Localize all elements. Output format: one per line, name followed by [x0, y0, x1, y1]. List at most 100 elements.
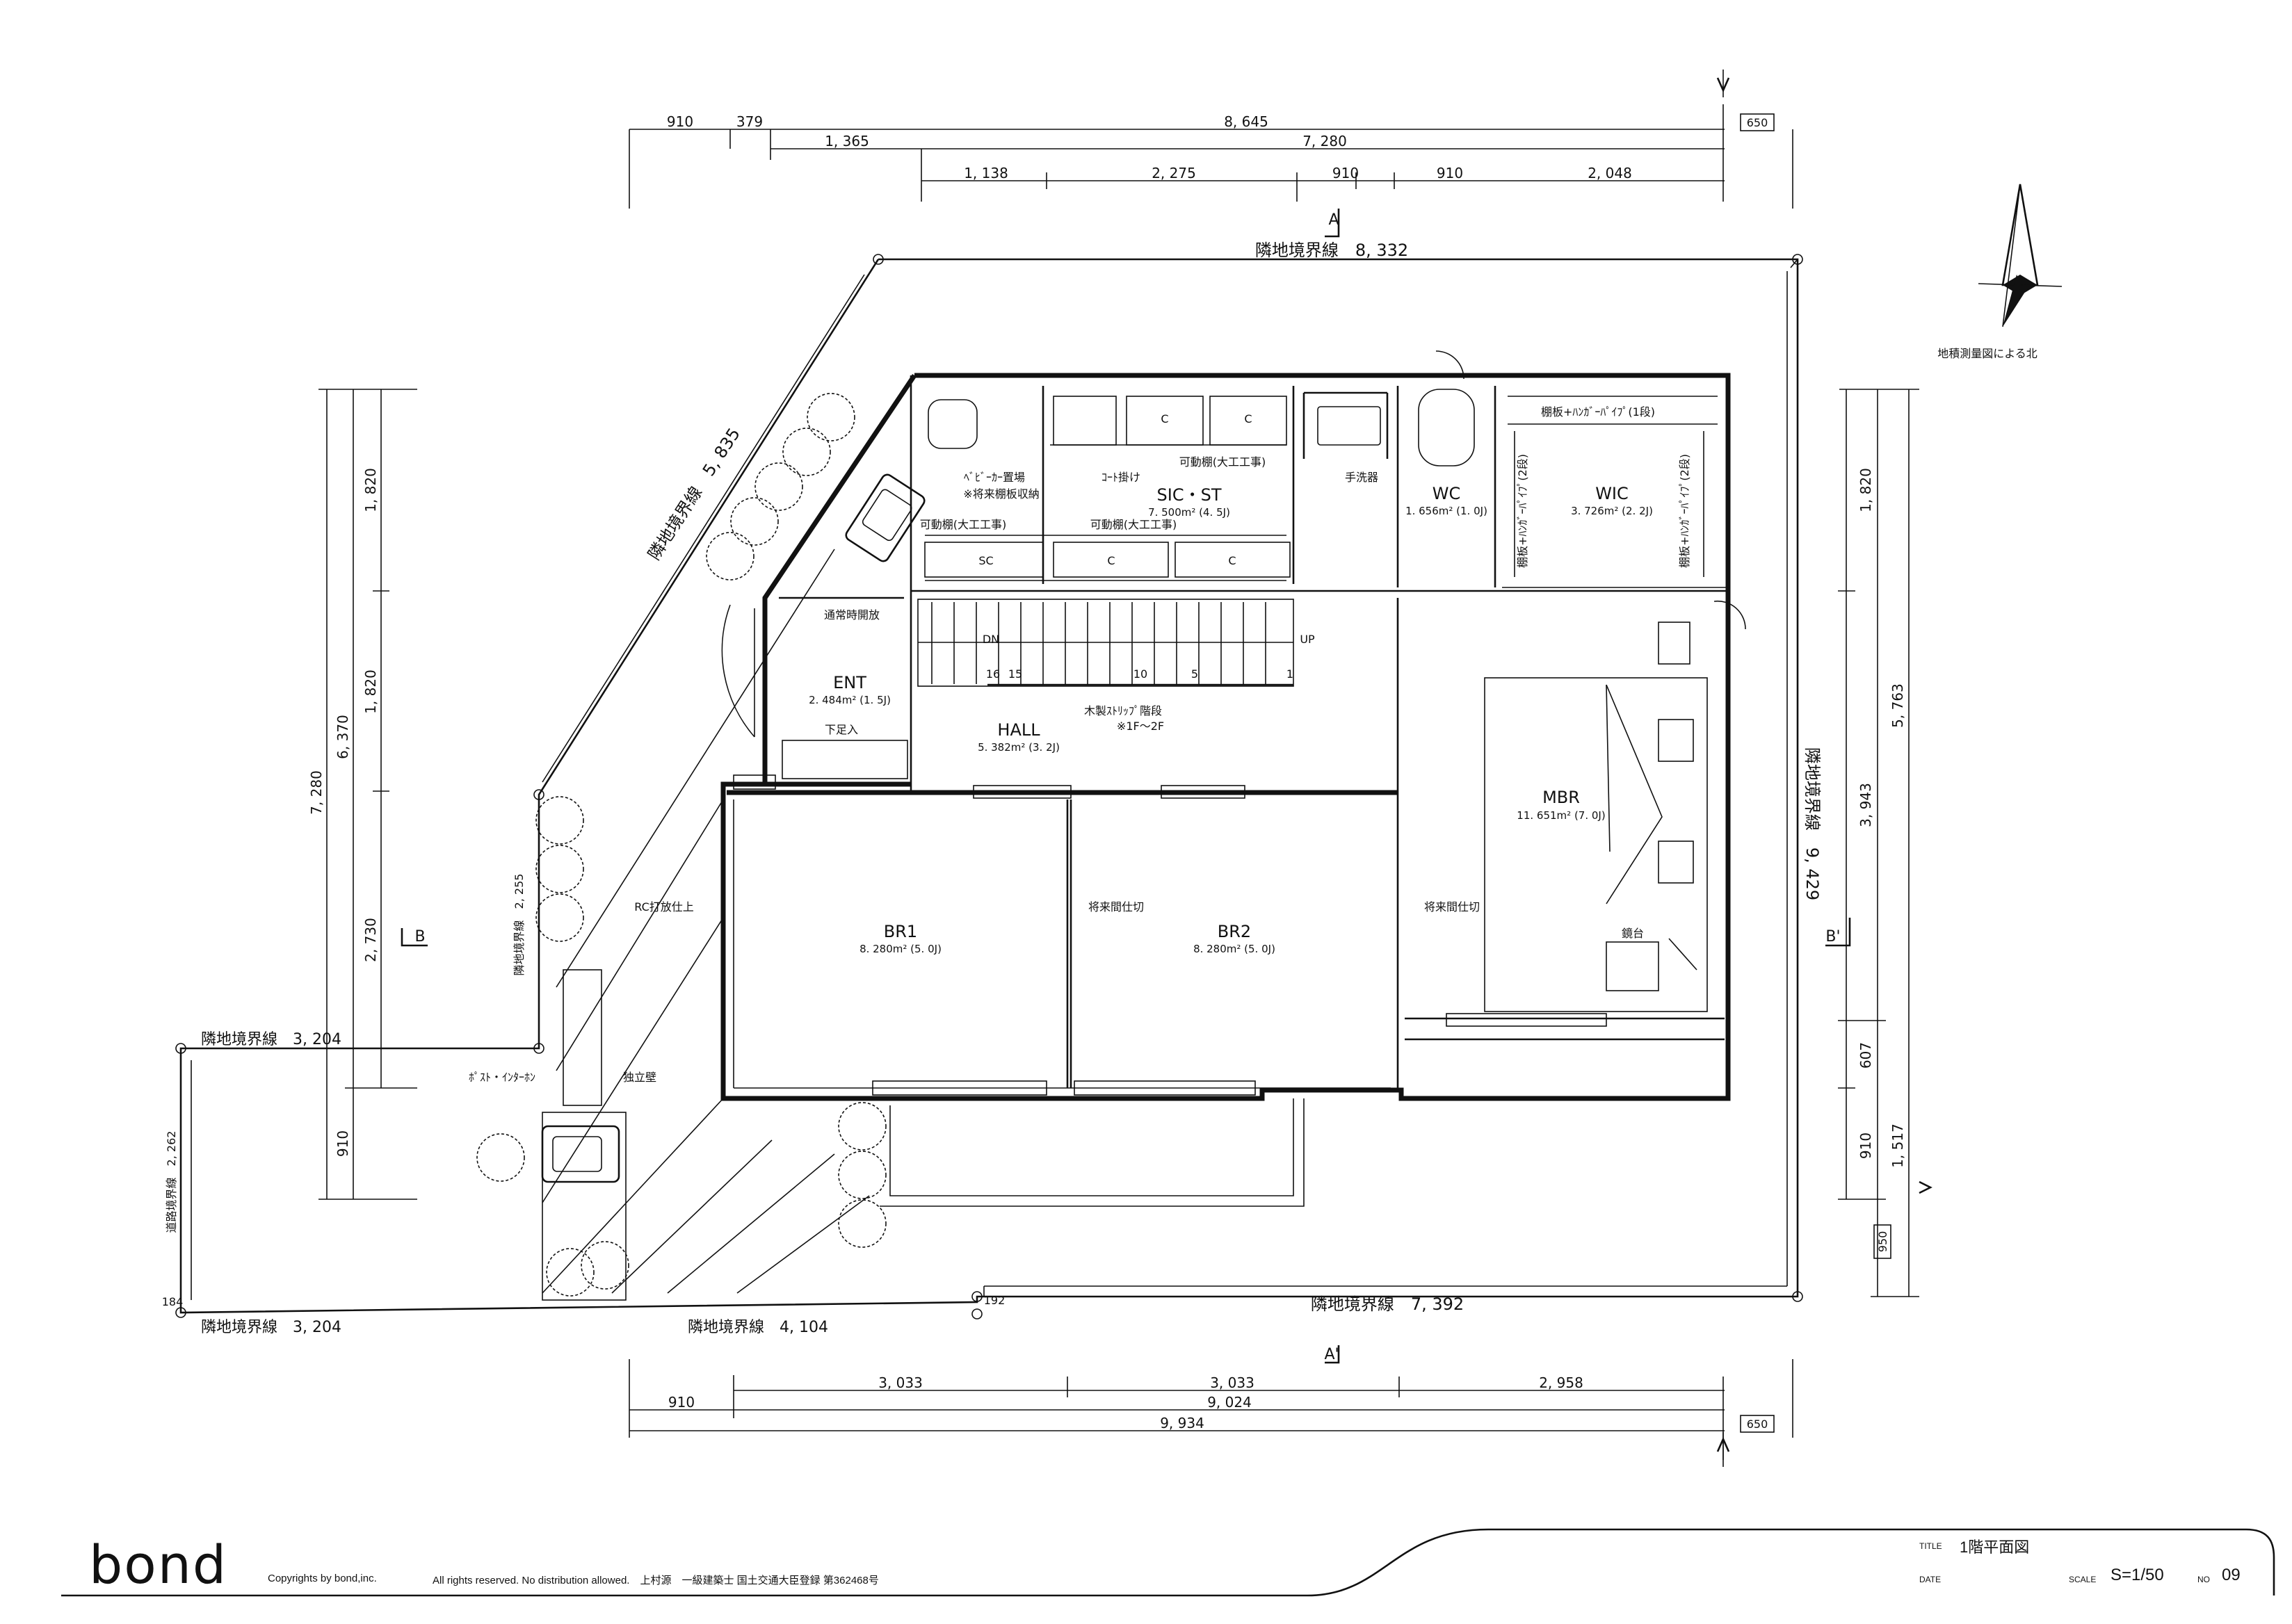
- boundary-bottom-left-label: 隣地境界線 3, 204: [201, 1319, 341, 1336]
- shrub-icon: [782, 428, 831, 476]
- note-future-partition-1: 将来間仕切: [1088, 900, 1144, 914]
- shrub-icon: [535, 845, 584, 893]
- dim-left-inner-a: 1, 820: [362, 468, 379, 512]
- note-coat-hook: ｺｰﾄ掛け: [1101, 471, 1140, 484]
- scale-value: S=1/50: [2111, 1566, 2164, 1584]
- room-br2-name: BR2: [1218, 922, 1251, 941]
- boundary-top-label: 隣地境界線 8, 332: [1255, 241, 1408, 260]
- note-wic-top: 棚板+ﾊﾝｶﾞｰﾊﾟｲﾌﾟ(1段): [1541, 405, 1655, 419]
- dim-top2-b: 7, 280: [1302, 133, 1347, 149]
- shrub-icon: [754, 462, 803, 511]
- note-stroller: ﾍﾞﾋﾞｰｶｰ置場: [964, 471, 1025, 484]
- dim-right-inner-a: 1, 820: [1857, 468, 1874, 512]
- note-c-3: C: [1161, 412, 1168, 425]
- room-mbr-name: MBR: [1542, 788, 1580, 807]
- dim-top3-e: 2, 048: [1588, 165, 1632, 181]
- note-stair: 木製ｽﾄﾘｯﾌﾟ階段: [1084, 704, 1162, 717]
- drawing-title: 1階平面図: [1960, 1538, 2030, 1556]
- note-c-4: C: [1244, 412, 1252, 425]
- note-post-intercom: ﾎﾟｽﾄ・ｲﾝﾀｰﾎﾝ: [469, 1071, 535, 1084]
- note-rc-finish: RC打放仕上: [634, 900, 694, 914]
- dim-left-inner-b: 1, 820: [362, 669, 379, 714]
- dim-top2-a: 1, 365: [825, 133, 869, 149]
- note-normally-open: 通常時開放: [824, 608, 880, 622]
- dim-192: 192: [984, 1294, 1006, 1307]
- section-markers: A A' B B': [401, 209, 1851, 1364]
- brand-logo: bond: [89, 1534, 228, 1595]
- room-hall-name: HALL: [997, 720, 1040, 740]
- room-wic-area: 3. 726m² (2. 2J): [1571, 505, 1653, 517]
- dim-right-inner-d: 910: [1857, 1132, 1874, 1159]
- north-label: 地積測量図による北: [1937, 347, 2037, 360]
- scale-label: SCALE: [2069, 1575, 2097, 1584]
- dim-bottom1-a: 3, 033: [878, 1374, 923, 1391]
- shrub-icon: [730, 497, 779, 546]
- shrub-icon: [838, 1102, 887, 1151]
- note-stroller-future: ※将来棚板収納: [963, 487, 1039, 501]
- copyright-left: Copyrights by bond,inc.: [268, 1573, 377, 1584]
- no-label: NO: [2197, 1575, 2210, 1584]
- note-step-10: 10: [1133, 667, 1147, 681]
- note-step-16: 16: [986, 667, 1000, 681]
- dim-bottom3: 9, 934: [1160, 1415, 1204, 1431]
- note-wic-left: 棚板+ﾊﾝｶﾞｰﾊﾟｲﾌﾟ(2段): [1516, 454, 1529, 568]
- dim-right-mid-b: 1, 517: [1889, 1123, 1906, 1168]
- room-wic-name: WIC: [1595, 484, 1629, 503]
- note-shelf-1: 可動棚(大工工事): [1179, 455, 1266, 469]
- dim-bottom-tag: 650: [1747, 1418, 1768, 1431]
- boundary-bottom-right-label: 隣地境界線 7, 392: [1311, 1294, 1464, 1314]
- room-wc-name: WC: [1432, 484, 1461, 503]
- dim-top3-a: 1, 138: [964, 165, 1008, 181]
- boundary-left-mid-label: 隣地境界線 2, 255: [513, 874, 526, 976]
- note-stair-down: DN: [983, 633, 999, 646]
- dim-top3-b: 2, 275: [1152, 165, 1196, 181]
- bottom-dimensions: 3, 033 3, 033 2, 958 910 9, 024 9, 934 6…: [629, 1359, 1793, 1467]
- room-wc-area: 1. 656m² (1. 0J): [1405, 505, 1487, 517]
- shrub-icon: [807, 393, 855, 441]
- room-ent-name: ENT: [833, 673, 866, 692]
- note-c-2: C: [1228, 554, 1236, 567]
- dim-top1-a: 910: [667, 113, 693, 130]
- left-dimensions: 7, 280 6, 370 1, 820 1, 820 2, 730 910: [308, 389, 417, 1200]
- stair-treads: [931, 602, 1266, 684]
- north-arrow-icon: [1978, 184, 2063, 327]
- room-br1-name: BR1: [884, 922, 917, 941]
- note-hand-basin: 手洗器: [1345, 471, 1378, 484]
- boundary-right-label: 隣地境界線 9, 429: [1802, 747, 1822, 900]
- note-sc: SC: [978, 554, 993, 567]
- shrub-icon: [535, 796, 584, 845]
- note-step-5: 5: [1191, 667, 1198, 681]
- shrub-icons: [476, 393, 887, 1297]
- note-shelf-2: 可動棚(大工工事): [920, 518, 1007, 531]
- room-sic-st-area: 7. 500m² (4. 5J): [1148, 506, 1230, 519]
- shrub-icon: [838, 1151, 887, 1199]
- dim-184: 184: [162, 1295, 184, 1308]
- dim-bottom1-c: 2, 958: [1539, 1374, 1583, 1391]
- room-sic-st-name: SIC・ST: [1157, 485, 1222, 505]
- dim-left-inner-d: 910: [334, 1130, 351, 1157]
- driveway-hatching: [542, 549, 870, 1301]
- dim-top3-c: 910: [1332, 165, 1359, 181]
- title-label: TITLE: [1919, 1541, 1942, 1551]
- dim-left-inner-c: 2, 730: [362, 918, 379, 962]
- date-label: DATE: [1919, 1575, 1942, 1584]
- note-freestanding-wall: 独立壁: [623, 1071, 656, 1084]
- section-a-top: A: [1328, 211, 1339, 229]
- plan-notes: ﾍﾞﾋﾞｰｶｰ置場 ※将来棚板収納 ｺｰﾄ掛け 可動棚(大工工事) 可動棚(大工…: [469, 405, 1691, 1084]
- room-hall-area: 5. 382m² (3. 2J): [978, 741, 1060, 754]
- dim-right-mid-a: 5, 763: [1889, 683, 1906, 728]
- dim-bottom2-b: 9, 024: [1207, 1394, 1252, 1411]
- boundary-road-label: 道路境界線 2, 262: [165, 1131, 178, 1233]
- boundary-bottom-mid-label: 隣地境界線 4, 104: [688, 1319, 828, 1336]
- dim-left-outer: 7, 280: [308, 770, 325, 815]
- note-shoe-storage: 下足入: [825, 723, 858, 736]
- title-block-frame: [61, 1528, 2275, 1597]
- room-labels: SIC・ST 7. 500m² (4. 5J) WC 1. 656m² (1. …: [809, 484, 1653, 955]
- right-dimensions: 1, 820 3, 943 607 910 5, 763 1, 517 950: [1838, 389, 1932, 1297]
- dim-right-inner-c: 607: [1857, 1042, 1874, 1069]
- storage-boxes: [721, 350, 1746, 1096]
- note-stair-floors: ※1F～2F: [1117, 720, 1164, 733]
- dim-bottom2-a: 910: [668, 1394, 695, 1411]
- shrub-icon: [546, 1248, 595, 1297]
